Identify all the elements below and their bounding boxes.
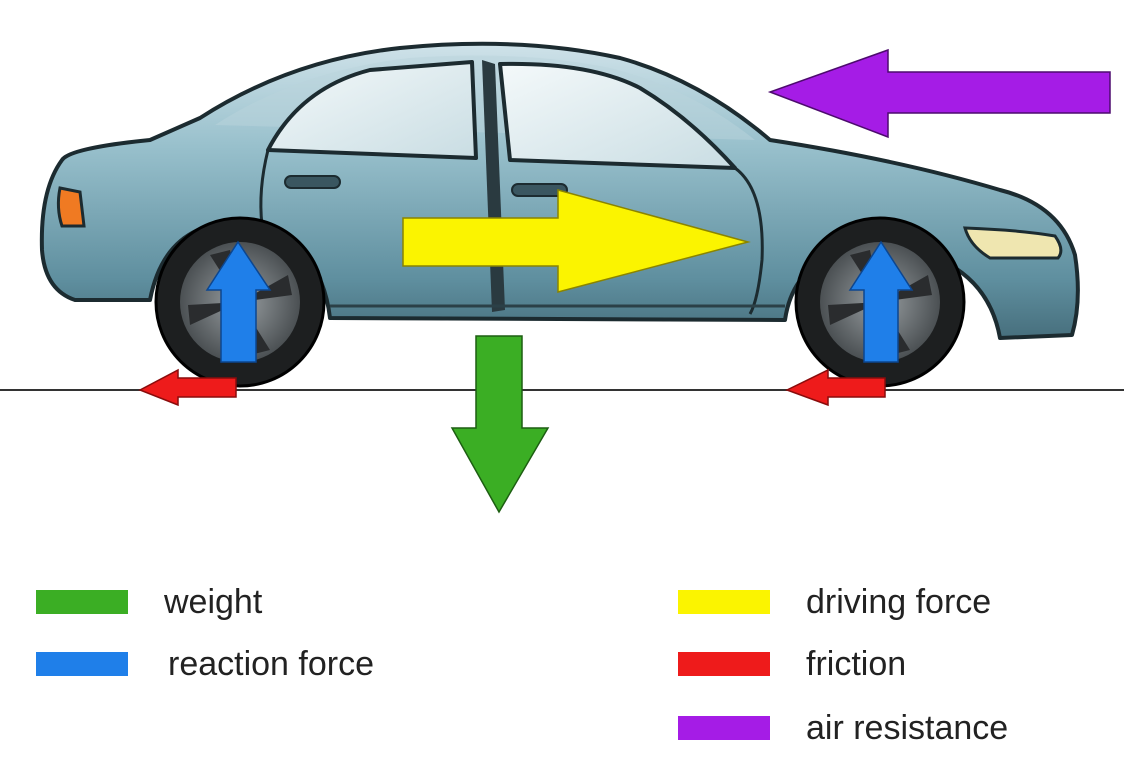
driving-force-arrow — [402, 189, 751, 293]
legend-label-air-resistance: air resistance — [806, 709, 1009, 747]
front-door-line — [734, 166, 764, 315]
headlight — [963, 226, 1063, 260]
rear-window — [266, 60, 478, 160]
friction-arrow-front — [785, 368, 886, 407]
driving-force-swatch — [678, 590, 770, 614]
reaction-force-arrow-rear — [205, 240, 272, 363]
tail-light — [56, 186, 86, 228]
legend-label-friction: friction — [806, 645, 907, 683]
reaction-force-arrow-front — [848, 240, 914, 363]
car-forces-diagram — [0, 41, 1124, 514]
legend-label-driving-force: driving force — [806, 583, 992, 621]
air-resistance-swatch — [678, 716, 770, 740]
rear-door-line — [259, 149, 270, 226]
weight-swatch — [36, 590, 128, 614]
reaction-force-swatch — [36, 652, 128, 676]
legend-label-weight: weight — [164, 583, 263, 621]
friction-arrow-rear — [138, 368, 237, 407]
front-window — [498, 61, 737, 170]
weight-arrow — [450, 335, 550, 514]
front-door-handle — [511, 183, 568, 197]
air-resistance-arrow — [767, 48, 1111, 139]
friction-swatch — [678, 652, 770, 676]
rear-door-handle — [284, 175, 341, 189]
legend-label-reaction-force: reaction force — [168, 645, 374, 683]
